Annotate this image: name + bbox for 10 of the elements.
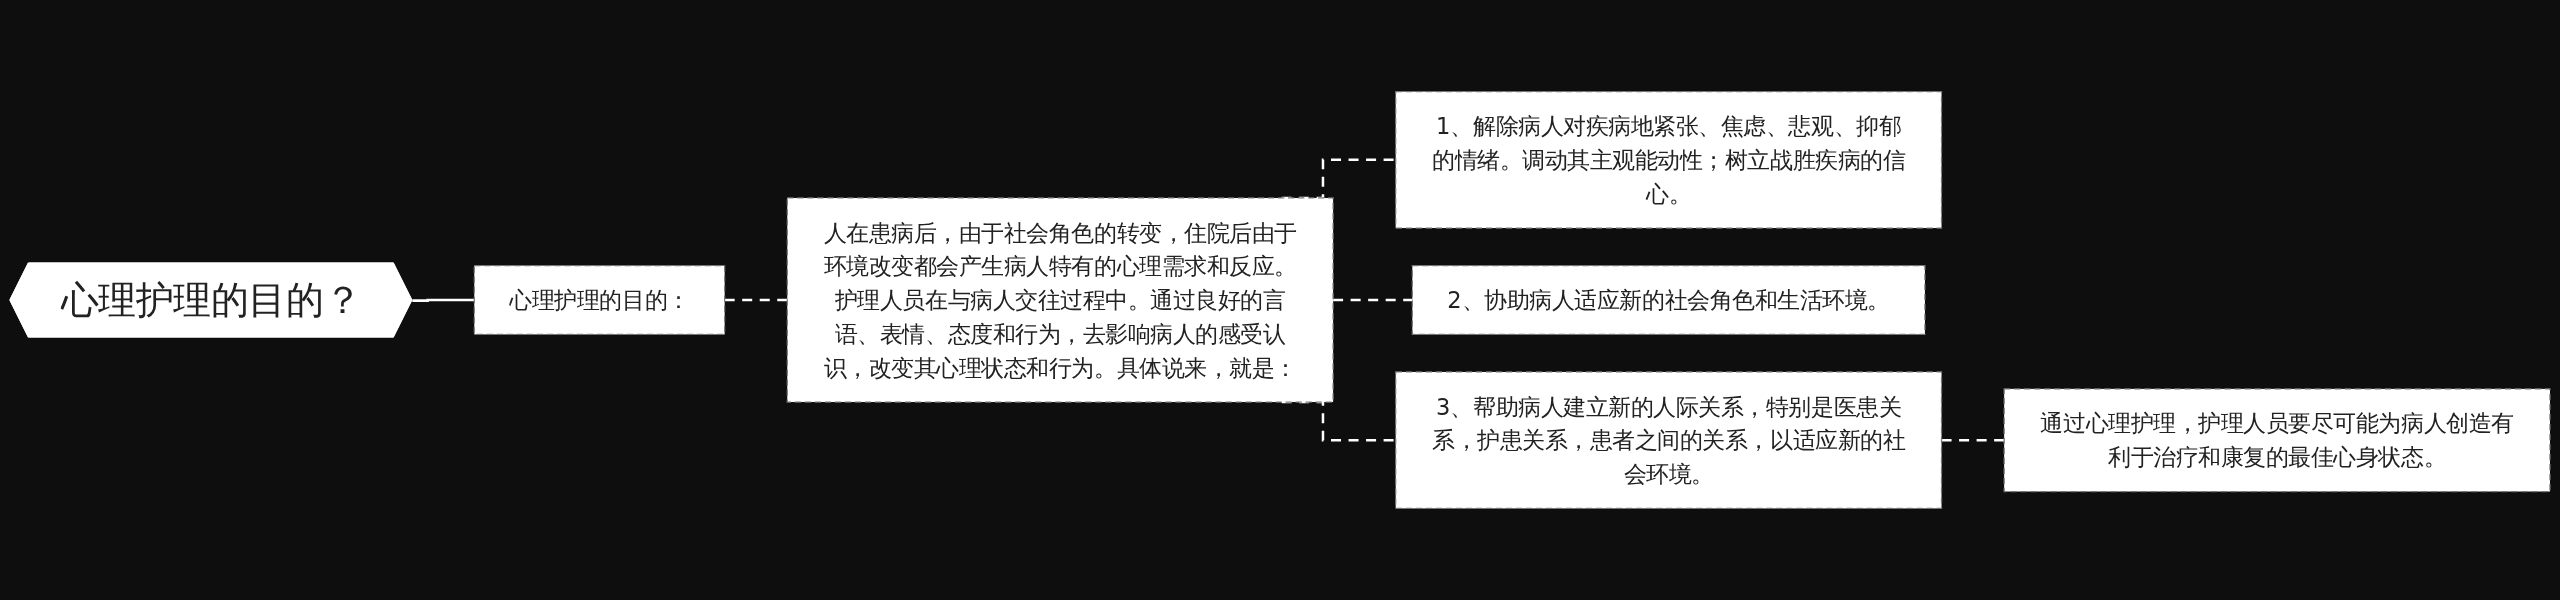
connector [724,298,788,302]
connector [1941,438,2005,442]
connector [412,298,475,302]
node-box: 通过心理护理，护理人员要尽可能为病人创造有利于治疗和康复的最佳心身状态。 [2003,388,2551,493]
node-box: 人在患病后，由于社会角色的转变，住院后由于环境改变都会产生病人特有的心理需求和反应。护理人员在与病人交往过程中。通过良好的言语、表情、态度和行为，去影响病人的感受认识，改变其心理状态和行为。具体说来，就是： [786,197,1334,403]
node-box: 3、帮助病人建立新的人际关系，特别是医患关系，护患关系，患者之间的关系，以适应新的社会环境。 [1395,371,1943,510]
node-box: 心理护理的目的： [473,264,726,336]
connector [1333,298,1413,302]
node-box: 1、解除病人对疾病地紧张、焦虑、悲观、抑郁的情绪。调动其主观能动性；树立战胜疾病的信心。 [1395,90,1943,229]
node-box: 2、协助病人适应新的社会角色和生活环境。 [1411,264,1926,336]
